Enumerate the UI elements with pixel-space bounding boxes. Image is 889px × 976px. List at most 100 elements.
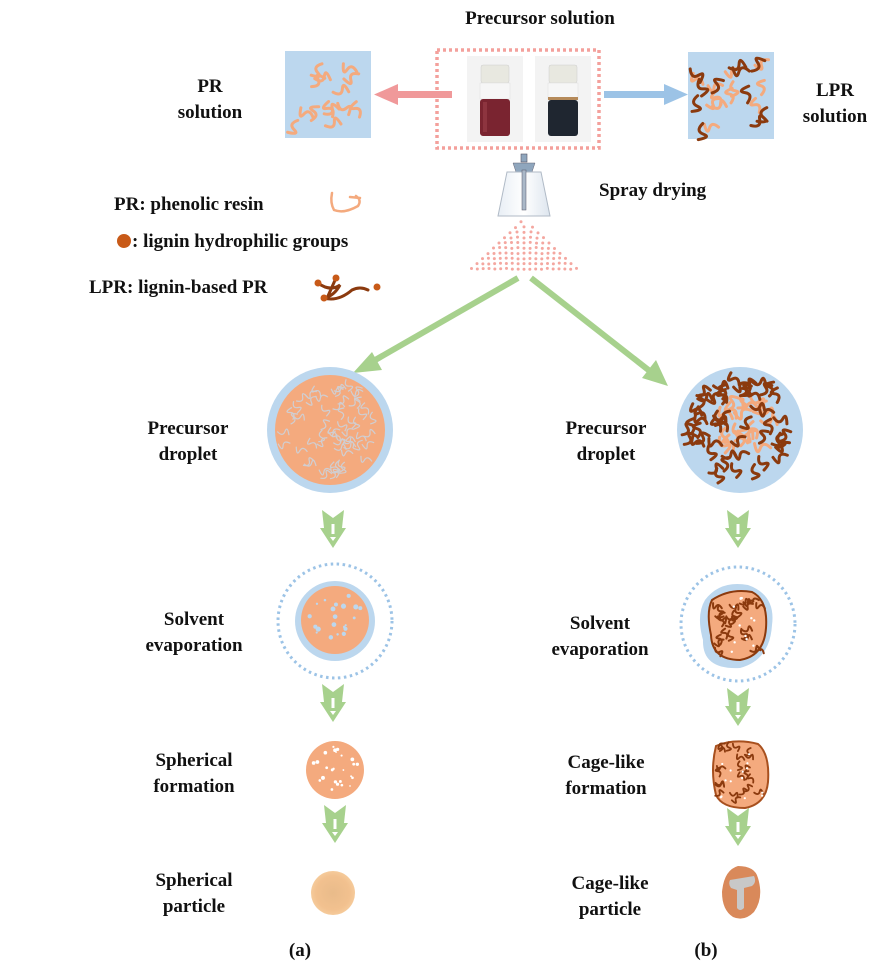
- pr-precursor-droplet: [267, 367, 393, 493]
- spray-droplet: [542, 236, 545, 240]
- lpr-precursor-droplet: [677, 367, 803, 493]
- step-b1-label: Precursor droplet: [546, 416, 666, 468]
- spray-droplet: [510, 261, 514, 265]
- spray-droplet: [534, 267, 538, 271]
- spray-droplet: [504, 246, 508, 250]
- down-arrow-b2: [725, 688, 751, 726]
- pr-strand: [313, 71, 332, 83]
- down-arrow-a3: [322, 805, 348, 843]
- spray-droplet: [519, 220, 523, 224]
- step-a4-label: Spherical particle: [134, 868, 254, 920]
- arrow-to-lpr-solution: [604, 84, 688, 105]
- spray-droplet: [510, 246, 514, 250]
- spray-droplet: [540, 262, 544, 266]
- spray-droplet: [569, 262, 573, 266]
- spray-droplet: [540, 267, 543, 271]
- step-a2-line1: Solvent: [163, 609, 225, 630]
- phenolic-resin-icon: [330, 191, 362, 213]
- step-b3-label: Cage-like formation: [544, 750, 668, 802]
- spray-droplet: [529, 230, 533, 234]
- spray-droplet: [522, 251, 526, 255]
- spray-droplet: [499, 261, 502, 265]
- pr-strand: [341, 62, 359, 74]
- step-b1-line2: droplet: [576, 444, 636, 465]
- spray-droplet: [522, 236, 526, 240]
- spray-droplet: [492, 246, 495, 250]
- spray-droplet: [528, 240, 532, 244]
- spray-droplet: [481, 257, 484, 261]
- step-b3-line2: formation: [565, 778, 647, 799]
- spray-droplet: [528, 267, 532, 271]
- pr-strand: [724, 86, 735, 105]
- spray-droplet: [487, 267, 491, 271]
- spray-droplet: [522, 241, 526, 245]
- pr-strand: [286, 118, 300, 135]
- spray-droplet: [528, 251, 532, 255]
- spray-droplet: [499, 267, 503, 271]
- spray-droplet: [481, 262, 485, 266]
- lignin-strand: [727, 58, 748, 72]
- pr-solution-box: [285, 51, 371, 138]
- spray-droplet: [546, 261, 549, 265]
- spray-droplet: [504, 262, 508, 266]
- spray-droplet: [509, 236, 513, 240]
- spray-droplet: [522, 230, 526, 234]
- spray-droplet: [563, 261, 567, 265]
- spray-droplet: [493, 262, 497, 266]
- arrow-to-pr-solution: [374, 84, 452, 105]
- spray-droplet: [470, 267, 473, 271]
- spray-droplet: [575, 266, 578, 270]
- caption-b: (b): [694, 940, 718, 961]
- spray-droplet: [516, 267, 520, 271]
- pr-strand: [702, 122, 721, 133]
- spray-droplet: [516, 252, 520, 256]
- spray-droplet: [493, 267, 497, 271]
- spray-droplet: [510, 241, 513, 245]
- spray-droplet: [515, 230, 519, 234]
- spray-droplet: [563, 267, 567, 271]
- spray-droplet: [510, 267, 514, 271]
- step-a1-line2: droplet: [158, 444, 218, 465]
- step-b2-line1: Solvent: [569, 613, 631, 634]
- pr-strand: [749, 96, 762, 114]
- lpr-vial-icon: [535, 56, 591, 142]
- spray-droplet: [552, 257, 556, 261]
- spray-droplet: [510, 251, 514, 255]
- pr-strand: [755, 78, 766, 97]
- step-b2-label: Solvent evaporation: [540, 611, 660, 663]
- spray-droplet: [497, 241, 501, 245]
- spray-droplet: [540, 246, 544, 250]
- step-b4-line1: Cage-like: [571, 873, 649, 894]
- spray-droplet: [535, 241, 538, 245]
- spray-droplet: [536, 231, 540, 235]
- spray-droplet: [528, 257, 532, 261]
- down-arrow-b3: [725, 808, 751, 846]
- spray-droplet: [551, 267, 555, 271]
- pr-strand: [309, 62, 324, 79]
- arrow-to-column-b: [529, 275, 668, 386]
- step-a4-line1: Spherical: [155, 870, 233, 891]
- legend-lpr-label: LPR: lignin-based PR: [89, 277, 268, 298]
- precursor-solution-box: [435, 48, 601, 150]
- step-b1-line1: Precursor: [565, 418, 647, 439]
- spray-droplet: [557, 261, 561, 265]
- spray-droplet: [508, 231, 512, 235]
- spray-droplet: [540, 257, 544, 261]
- pr-strand: [323, 116, 343, 129]
- lpr-solvent-evaporation: [679, 565, 797, 683]
- pr-vial-icon: [467, 56, 523, 142]
- spray-droplet: [492, 251, 496, 255]
- spray-droplet: [546, 251, 550, 255]
- lignin-strand: [710, 77, 725, 95]
- pr-strand: [705, 96, 722, 111]
- spherical-particle: [311, 871, 355, 915]
- step-a3-line2: formation: [153, 776, 235, 797]
- spray-drying-label: Spray drying: [599, 180, 707, 201]
- spray-droplet: [535, 236, 539, 240]
- cage-like-formation: [712, 740, 770, 810]
- lpr-solution-box: [688, 52, 774, 142]
- spray-droplet: [522, 262, 526, 266]
- spray-droplet: [553, 246, 556, 250]
- step-b4-line2: particle: [578, 899, 642, 920]
- spray-droplet: [514, 226, 517, 230]
